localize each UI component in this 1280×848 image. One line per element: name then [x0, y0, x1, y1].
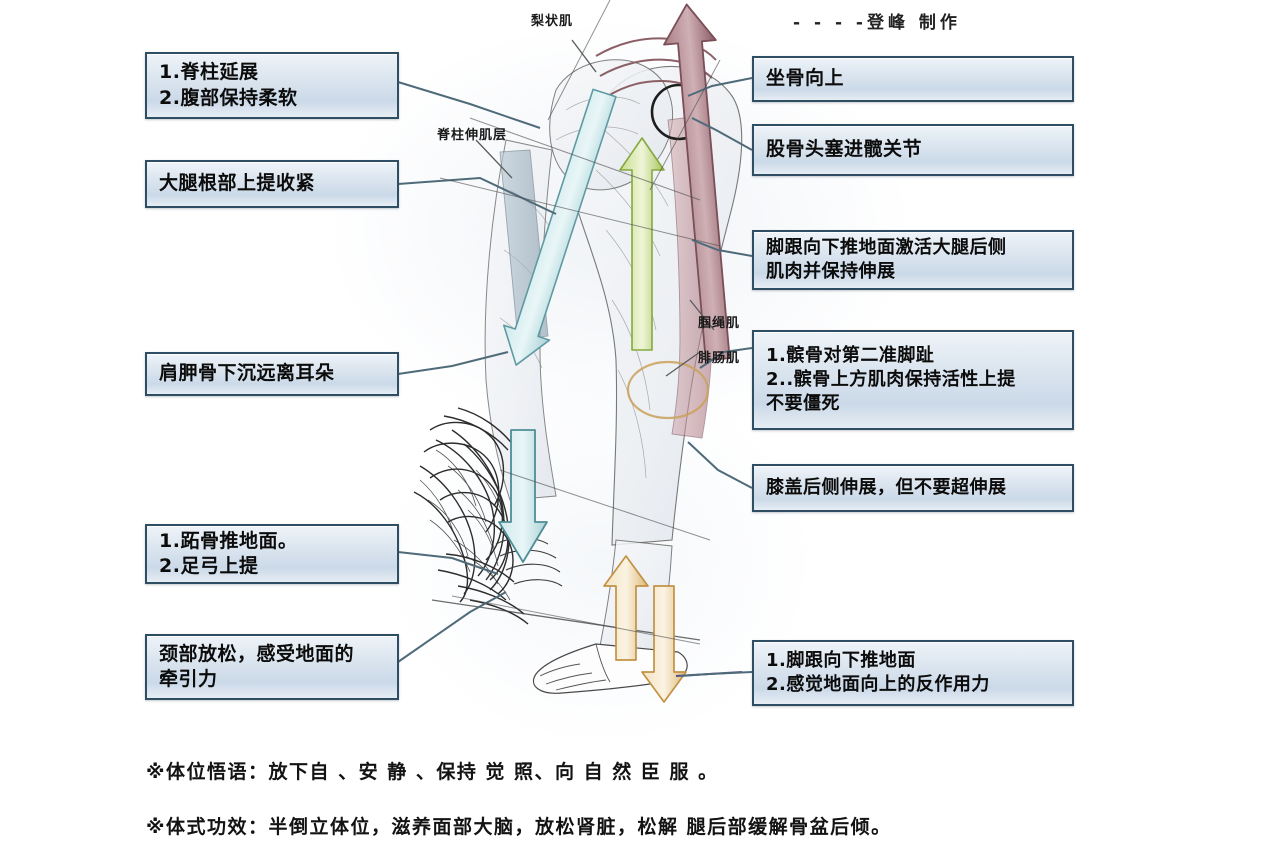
arrow-heel-push-down	[641, 585, 687, 703]
label-hamstring: 腘绳肌	[698, 316, 741, 331]
callout-line: 2.腹部保持柔软	[159, 86, 298, 109]
callout-femur-head[interactable]: 股骨头塞进髋关节	[752, 124, 1074, 176]
callout-line: 肌肉并保持伸展	[766, 261, 896, 282]
callout-heel-reaction[interactable]: 1.脚跟向下推地面 2.感觉地面向上的反作用力	[752, 640, 1074, 706]
callout-line: 大腿根部上提收紧	[159, 172, 316, 195]
callout-metatarsal-push[interactable]: 1.跖骨推地面。 2.足弓上提	[145, 524, 399, 584]
credit-text: - - - -登峰 制作	[793, 13, 961, 33]
callout-line: 牵引力	[159, 668, 218, 690]
hand-sketch	[495, 537, 563, 587]
note-pose-benefit: ※体式功效：半倒立体位，滋养面部大脑，放松肾脏，松解 腿后部缓解骨盆后倾。	[146, 816, 892, 838]
arrow-crown-down	[498, 429, 548, 563]
callout-line: 坐骨向上	[766, 67, 845, 90]
head-hair-scribble	[413, 407, 529, 625]
callout-sit-bones-up[interactable]: 坐骨向上	[752, 56, 1074, 102]
callout-neck-relax[interactable]: 颈部放松，感受地面的 牵引力	[145, 634, 399, 700]
callout-line: 脚跟向下推地面激活大腿后侧	[766, 237, 1007, 259]
arrow-front-body-up	[619, 137, 665, 351]
callout-line: 2.感觉地面向上的反作用力	[766, 674, 990, 695]
callout-line: 2..髌骨上方肌肉保持活性上提	[766, 369, 1016, 391]
callout-line: 1.跖骨推地面。	[159, 529, 298, 552]
arrow-ground-reaction-up	[603, 555, 649, 661]
callout-line: 膝盖后侧伸展，但不要超伸展	[766, 477, 1007, 499]
note-pose-motto: ※体位悟语：放下自 、安 静 、保持 觉 照、向 自 然 臣 服 。	[146, 761, 719, 783]
callout-heel-push-floor[interactable]: 脚跟向下推地面激活大腿后侧 肌肉并保持伸展	[752, 230, 1074, 290]
label-gastrocnemius: 腓肠肌	[698, 351, 741, 366]
guide-strokes	[439, 0, 721, 645]
label-spinal-extensor: 脊柱伸肌层	[437, 128, 508, 143]
callout-patella-align[interactable]: 1.髌骨对第二准脚趾 2..髌骨上方肌肉保持活性上提 不要僵死	[752, 330, 1074, 430]
callout-knee-back[interactable]: 膝盖后侧伸展，但不要超伸展	[752, 464, 1074, 512]
callout-line: 颈部放松，感受地面的	[159, 642, 355, 665]
callout-line: 不要僵死	[766, 392, 840, 414]
callout-line: 1.髌骨对第二准脚趾	[766, 345, 935, 367]
callout-line: 股骨头塞进髋关节	[766, 138, 923, 161]
callout-spine-extension[interactable]: 1.脊柱延展 2.腹部保持柔软	[145, 52, 399, 119]
heel-pointer-line	[675, 671, 743, 677]
callout-line: 1.脊柱延展	[159, 61, 259, 84]
arrow-sit-bones-up	[663, 3, 731, 362]
callout-line: 1.脚跟向下推地面	[766, 650, 916, 672]
arrow-shoulder-down	[503, 88, 617, 366]
callout-line: 2.足弓上提	[159, 555, 259, 577]
label-piriformis: 梨状肌	[531, 14, 574, 29]
callout-line: 肩胛骨下沉远离耳朵	[159, 362, 335, 385]
callout-scapula-down[interactable]: 肩胛骨下沉远离耳朵	[145, 352, 399, 396]
callout-thigh-root[interactable]: 大腿根部上提收紧	[145, 160, 399, 208]
